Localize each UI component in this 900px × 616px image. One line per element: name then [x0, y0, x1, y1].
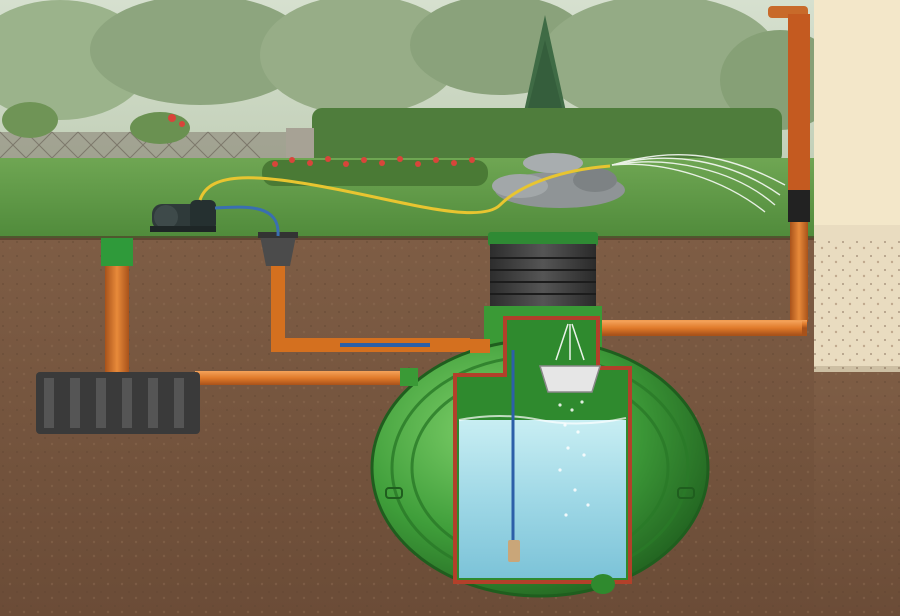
flower-bed	[262, 156, 488, 186]
stored-water	[459, 420, 626, 578]
pump-hose	[214, 205, 280, 237]
infiltration-crate-icon	[36, 372, 200, 434]
background-trees	[0, 0, 840, 160]
stone-pillar	[286, 128, 314, 158]
downpipe-icon	[768, 6, 810, 322]
vent-cap	[101, 238, 133, 266]
garden-rocks	[492, 153, 625, 208]
hedge	[312, 108, 782, 164]
garden-fence	[0, 102, 290, 159]
overflow-pipe	[195, 371, 410, 385]
rain-tank-icon	[370, 232, 710, 598]
water-spray	[611, 153, 786, 213]
pump-icon	[150, 200, 216, 232]
garden-hose-icon	[198, 164, 611, 215]
